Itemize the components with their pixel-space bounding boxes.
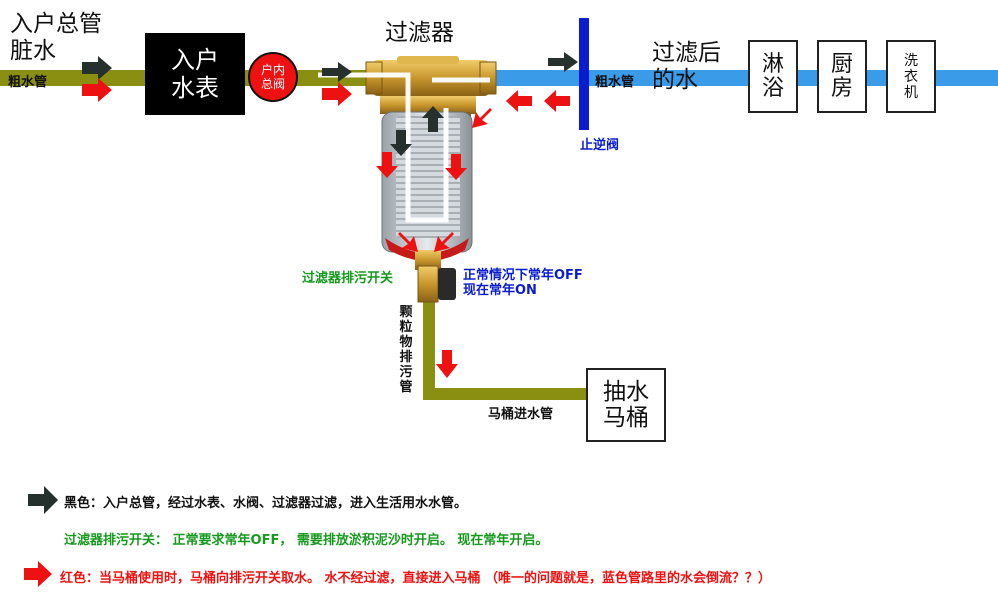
red-arrow-down-left [376, 152, 398, 178]
red-arrow-bottom-right [434, 232, 454, 252]
red-arrow-drain [436, 350, 458, 378]
legend-black: 黑色：入户总管，经过水表、水阀、过滤器过滤，进入生活用水水管。 [64, 496, 468, 511]
right-pipe-label: 粗水管 [595, 75, 635, 90]
filter-body [365, 56, 497, 303]
drain-pipe-char-4: 排 [399, 350, 413, 365]
legend-red: 红色：当马桶使用时，马桶向排污开关取水。 水不经过滤，直接进入马桶 （唯一的问题… [60, 571, 772, 586]
normal-state-line-1: 正常情况下常年OFF [463, 268, 583, 283]
red-arrow-bottom-left [398, 232, 418, 252]
toilet-pipe-label: 马桶进水管 [488, 407, 554, 422]
drain-pipe-char-6: 管 [399, 380, 413, 395]
toilet-line-1: 抽水 [603, 379, 649, 405]
water-meter-line-2: 水表 [171, 74, 219, 102]
check-valve-bar [579, 18, 589, 130]
toilet-box: 抽水 马桶 [586, 368, 666, 442]
fixture-kitchen-line-1: 厨 [830, 51, 853, 77]
black-arrow-outlet [548, 52, 578, 72]
red-arrow-back-1 [544, 90, 570, 112]
drain-pipe-char-2: 粒 [399, 320, 413, 335]
filter-title: 过滤器 [385, 20, 454, 46]
red-arrow-down-right [445, 154, 467, 180]
left-pipe-label: 粗水管 [8, 75, 48, 90]
black-arrow-up-right [422, 106, 444, 132]
fixture-washer-line-3: 机 [904, 84, 918, 101]
fixture-kitchen: 厨 房 [817, 40, 867, 113]
internal-flow-path [318, 72, 490, 223]
red-arrow-diagonal [472, 108, 492, 128]
filtered-water-label: 过滤后 的水 [652, 40, 721, 94]
red-arrows [24, 78, 570, 587]
black-arrow-pre-filter [322, 62, 352, 82]
black-arrow-down-left [390, 130, 412, 156]
drain-pipe-char-1: 颗 [399, 305, 413, 320]
normal-state-note: 正常情况下常年OFF 现在常年ON [463, 268, 583, 298]
fixture-kitchen-line-2: 房 [830, 75, 853, 101]
inlet-title: 入户总管 脏水 [10, 11, 102, 65]
filtered-water-line-2: 的水 [652, 67, 698, 93]
filtered-water-line-1: 过滤后 [652, 40, 721, 66]
fixture-shower: 淋 浴 [748, 40, 798, 113]
check-valve-label: 止逆阀 [580, 138, 620, 153]
toilet-line-2: 马桶 [603, 405, 649, 431]
main-valve-line-1: 户内 [260, 63, 285, 77]
drain-pipe-horizontal [423, 388, 588, 400]
fixture-washer-line-2: 衣 [904, 68, 918, 85]
red-arrow-pre-filter [322, 82, 352, 106]
main-valve-line-2: 总阀 [260, 77, 285, 91]
fixture-shower-line-1: 淋 [761, 51, 784, 77]
drain-pipe-label: 颗 粒 物 排 污 管 [398, 305, 414, 395]
water-meter-line-1: 入户 [171, 46, 219, 74]
drain-pipe-vertical [423, 300, 435, 400]
fixture-washer: 洗 衣 机 [886, 40, 936, 113]
normal-state-line-2: 现在常年ON [463, 283, 537, 298]
red-arrow-inlet [82, 78, 112, 102]
drain-switch-label: 过滤器排污开关 [302, 271, 394, 286]
inlet-title-line-2: 脏水 [10, 38, 56, 64]
black-arrow-legend [28, 486, 58, 514]
drain-pipe-char-3: 物 [399, 335, 413, 350]
black-arrow-inlet [82, 56, 112, 80]
drain-pipe-char-5: 污 [399, 365, 413, 380]
black-arrows [28, 52, 578, 514]
inlet-title-line-1: 入户总管 [10, 11, 102, 37]
legend-green: 过滤器排污开关： 正常要求常年OFF， 需要排放淤积泥沙时开启。 现在常年开启。 [64, 533, 549, 548]
water-meter: 入户 水表 [145, 33, 245, 115]
red-arrow-back-2 [506, 90, 532, 112]
fixture-shower-line-2: 浴 [761, 75, 784, 101]
fixture-washer-line-1: 洗 [904, 52, 918, 69]
main-valve: 户内 总阀 [248, 52, 298, 102]
red-arrow-legend [24, 561, 52, 587]
